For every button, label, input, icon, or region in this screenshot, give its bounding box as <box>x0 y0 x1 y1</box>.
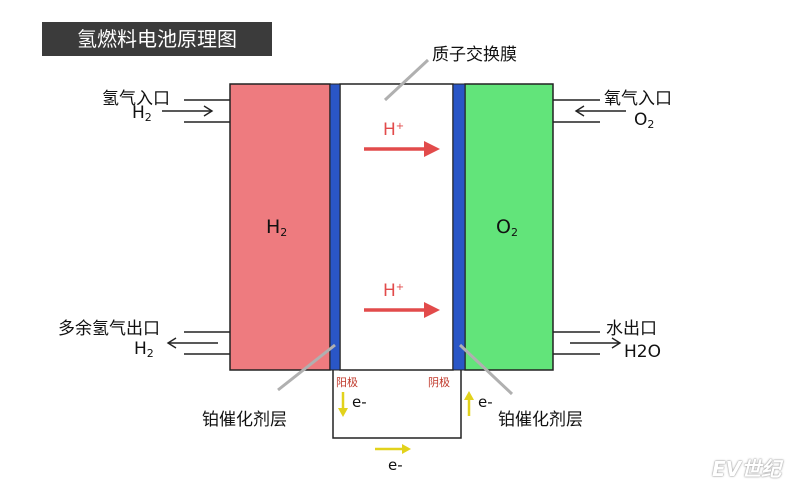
membrane-label: 质子交换膜 <box>432 45 517 65</box>
oxygen-inlet-pipe <box>553 99 600 123</box>
anode-gas-label: H2 <box>266 216 288 239</box>
water-outlet-label: 水出口 <box>606 319 657 339</box>
cathode-gas-chamber <box>464 83 554 371</box>
hydrogen-outlet-formula: H2 <box>134 339 154 360</box>
cathode-label: 阴极 <box>428 376 450 389</box>
electron-label-left: e- <box>352 393 367 411</box>
oxygen-inlet-formula: O2 <box>634 110 655 131</box>
hydrogen-inlet-pipe <box>184 99 230 123</box>
hydrogen-inlet-formula: H2 <box>132 103 152 124</box>
anode-gas-chamber <box>229 83 331 371</box>
electron-arrow-right-up <box>464 391 474 416</box>
right-catalyst-leader-line <box>458 343 514 396</box>
hydrogen-inlet-label: 氢气入口 <box>102 89 170 109</box>
external-circuit-wire <box>332 370 462 439</box>
left-catalyst-leader-line <box>277 343 336 392</box>
water-outlet-formula: H2O <box>624 342 661 362</box>
electron-arrow-bottom <box>375 444 411 454</box>
membrane-leader-line <box>383 58 430 102</box>
hydrogen-outlet-arrow <box>166 337 218 349</box>
oxygen-inlet-label: 氧气入口 <box>604 89 672 109</box>
anode-catalyst-layer <box>329 83 341 371</box>
left-catalyst-label: 铂催化剂层 <box>202 410 287 430</box>
diagram-title: 氢燃料电池原理图 <box>42 22 272 56</box>
electron-label-right: e- <box>478 393 493 411</box>
hydrogen-outlet-pipe <box>184 331 230 355</box>
hydrogen-outlet-label: 多余氢气出口 <box>58 319 160 339</box>
anode-label: 阳极 <box>336 376 358 389</box>
watermark-logo: EV世纪 <box>712 457 782 481</box>
proton-label-upper: H+ <box>383 120 405 140</box>
electron-label-bottom: e- <box>388 456 403 474</box>
oxygen-inlet-arrow <box>574 105 626 117</box>
proton-arrow-upper <box>364 141 440 157</box>
right-catalyst-label: 铂催化剂层 <box>498 410 583 430</box>
proton-arrow-lower <box>364 302 440 318</box>
water-outlet-pipe <box>553 331 600 355</box>
electron-arrow-left-down <box>338 392 348 417</box>
cathode-catalyst-layer <box>452 83 466 371</box>
proton-label-lower: H+ <box>383 281 405 301</box>
cathode-gas-label: O2 <box>496 216 518 239</box>
hydrogen-inlet-arrow <box>162 105 214 117</box>
water-outlet-arrow <box>570 337 622 349</box>
